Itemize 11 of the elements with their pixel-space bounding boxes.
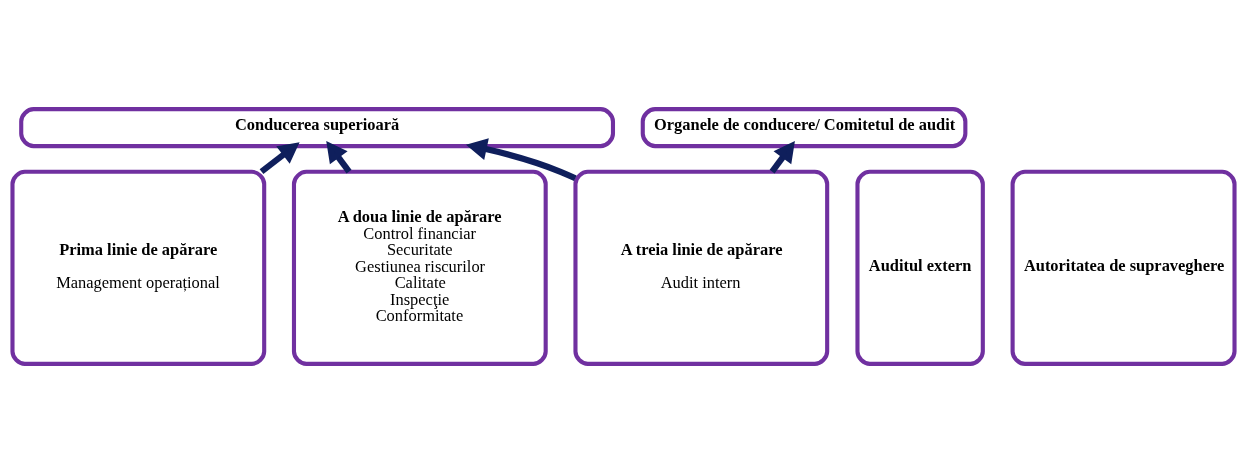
arrow <box>259 141 300 174</box>
node-box: Prima linie de apărare Management operațional <box>10 169 267 366</box>
arrow <box>326 140 352 173</box>
node-box: A doua linie de apărare Control financiar Securitate Gestiunea riscurilor Calitate Inspecţie Conformitate <box>291 169 548 366</box>
node-box: Auditul extern <box>855 169 985 366</box>
node-box: Organele de conducere/ Comitetul de audit <box>640 106 968 148</box>
node-box: Autoritatea de supraveghere <box>1010 169 1237 366</box>
node-box: A treia linie de apărare Audit intern <box>573 169 830 366</box>
node-box: Conducerea superioară <box>19 106 616 148</box>
arrow <box>769 140 795 173</box>
arrow <box>465 137 577 181</box>
